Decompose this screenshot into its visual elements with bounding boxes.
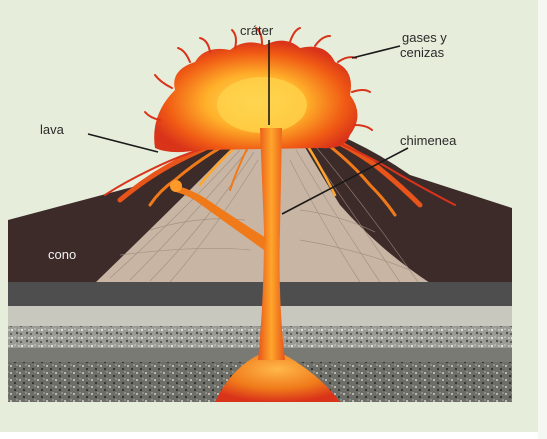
stratum-1 [8,282,512,306]
cono-label: cono [48,247,76,262]
stratum-2 [8,306,512,326]
gases-label-line1: gases y [402,30,447,45]
crater-label: cráter [240,23,274,38]
frame-right-strip [538,0,547,439]
frame-bottom-strip [0,432,547,439]
side-vent-opening [170,180,182,192]
chimenea-label: chimenea [400,133,457,148]
lava-label: lava [40,122,65,137]
gases-label-line2: cenizas [400,45,445,60]
